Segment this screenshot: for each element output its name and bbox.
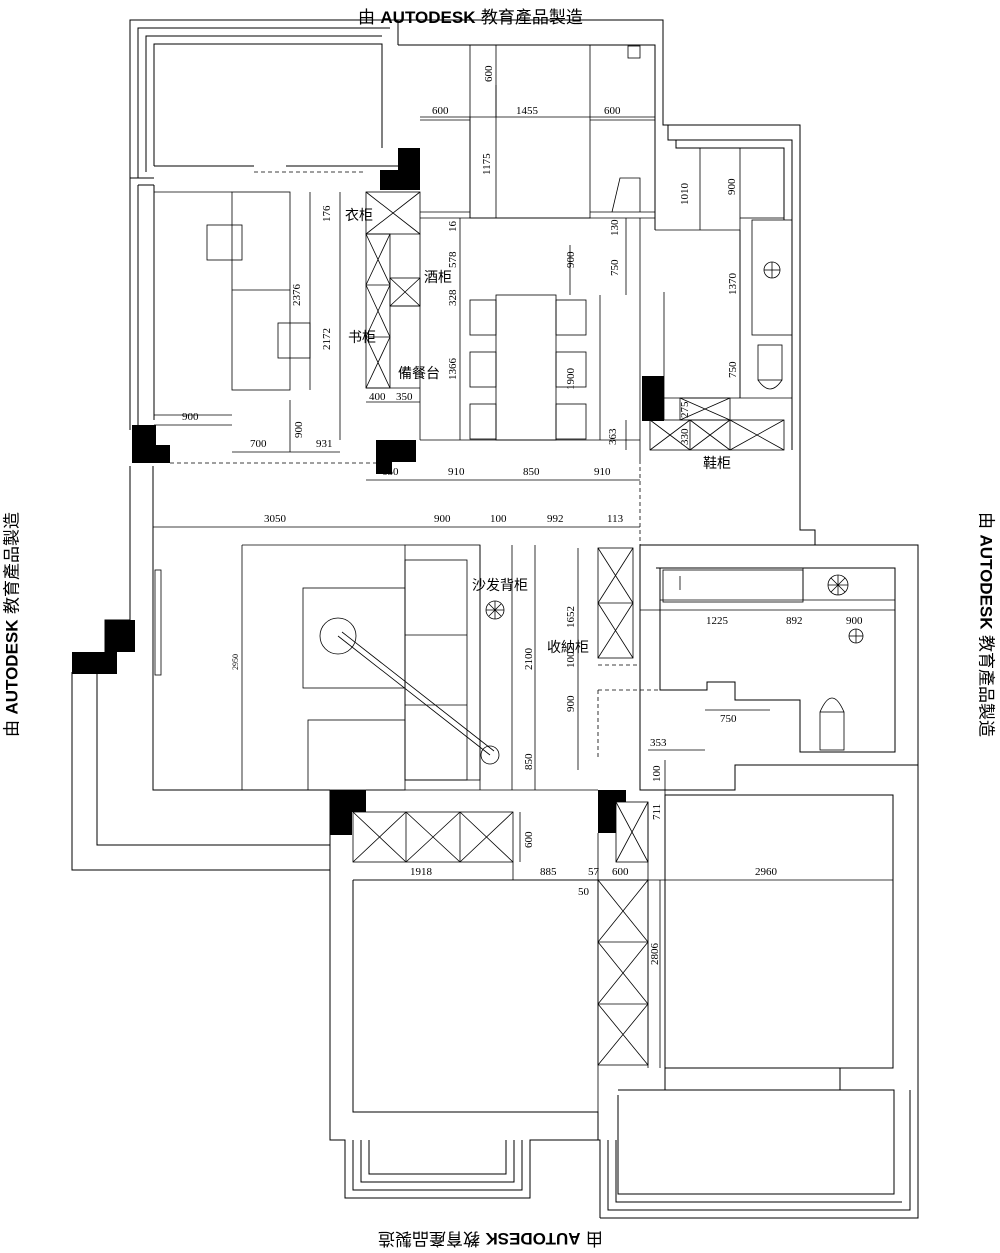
dimension-label: 1455 (516, 105, 539, 117)
dimension-label: 750 (609, 259, 621, 276)
dimension-label: 363 (607, 428, 619, 445)
dimension-label: 1652 (565, 606, 577, 628)
dimension-label: 900 (182, 411, 199, 423)
dimension-label: 2172 (321, 328, 333, 350)
label-sofa-back-cabinet: 沙发背柜 (472, 578, 528, 594)
dimension-label: 650 (382, 466, 399, 478)
dimension-lines (153, 85, 895, 1068)
dimension-label: 3050 (264, 513, 287, 525)
dimension-label: 850 (523, 466, 540, 478)
dimension-label: 600 (612, 866, 629, 878)
dimension-label: 50 (578, 886, 590, 898)
dimension-label: 130 (609, 219, 621, 236)
dimension-label: 328 (447, 289, 459, 306)
dimension-label: 2100 (523, 648, 535, 671)
dimension-label: 2806 (649, 943, 661, 966)
dimension-label: 600 (483, 65, 495, 82)
dimension-label: 600 (432, 105, 449, 117)
label-wine-cabinet: 酒柜 (424, 270, 452, 286)
dimension-label: 910 (448, 466, 465, 478)
bathroom (663, 568, 863, 750)
dimension-label: 1225 (706, 615, 729, 627)
dimension-label: 900 (846, 615, 863, 627)
dimension-label: 1370 (727, 273, 739, 296)
dimension-label: 275 (679, 401, 691, 418)
dimension-label: 750 (720, 713, 737, 725)
dimension-label: 885 (540, 866, 557, 878)
dimension-label: 600 (604, 105, 621, 117)
dimension-label: 350 (396, 391, 413, 403)
dimension-label: 1918 (410, 866, 433, 878)
dimension-label: 900 (565, 695, 577, 712)
dimension-label: 2376 (291, 284, 303, 307)
dimension-label: 1175 (481, 153, 493, 175)
label-sideboard: 備餐台 (398, 366, 440, 382)
dimension-label: 100 (651, 765, 663, 782)
label-bookcase: 书柜 (348, 330, 376, 346)
dimension-label: 992 (547, 513, 564, 525)
dimension-label: 100 (565, 651, 577, 668)
label-wardrobe: 衣柜 (345, 208, 373, 224)
dimension-label: 892 (786, 615, 803, 627)
dimension-label: 600 (523, 831, 535, 848)
kitchen (650, 148, 792, 450)
dimension-label: 2960 (755, 866, 778, 878)
room-labels: 衣柜 酒柜 书柜 備餐台 鞋柜 沙发背柜 收納柜 (345, 208, 731, 656)
dimension-label: 1900 (565, 368, 577, 391)
dimension-label: 850 (523, 753, 535, 770)
dimension-label: 578 (447, 251, 459, 268)
dimension-label: 931 (316, 438, 333, 450)
dimension-texts: 600 600 1455 600 1175 1010 900 1370 750 … (182, 65, 863, 965)
dimension-label: 100 (490, 513, 507, 525)
dimension-label: 16 (447, 221, 459, 233)
dimension-label: 900 (434, 513, 451, 525)
dimension-label: 1366 (447, 358, 459, 381)
dimension-label: 900 (293, 421, 305, 438)
dimension-label: 750 (727, 361, 739, 378)
dimension-label: 900 (726, 178, 738, 195)
master-bedroom-top (420, 45, 655, 218)
dimension-label: 910 (594, 466, 611, 478)
dimension-label: 113 (607, 513, 624, 525)
dimension-label: 330 (679, 428, 691, 445)
dimension-label: 711 (651, 804, 663, 820)
dimension-label: 400 (369, 391, 386, 403)
structural-columns (72, 148, 664, 835)
label-shoe-cabinet: 鞋柜 (703, 456, 731, 472)
dimension-label: 700 (250, 438, 267, 450)
dimension-label: 1010 (679, 183, 691, 206)
lower-rooms (353, 802, 648, 1112)
dimension-label: 2950 (231, 654, 240, 670)
dimension-label: 57 (588, 866, 600, 878)
dimension-label: 176 (321, 205, 333, 222)
dimension-label: 900 (565, 251, 577, 268)
dimension-label: 353 (650, 737, 667, 749)
